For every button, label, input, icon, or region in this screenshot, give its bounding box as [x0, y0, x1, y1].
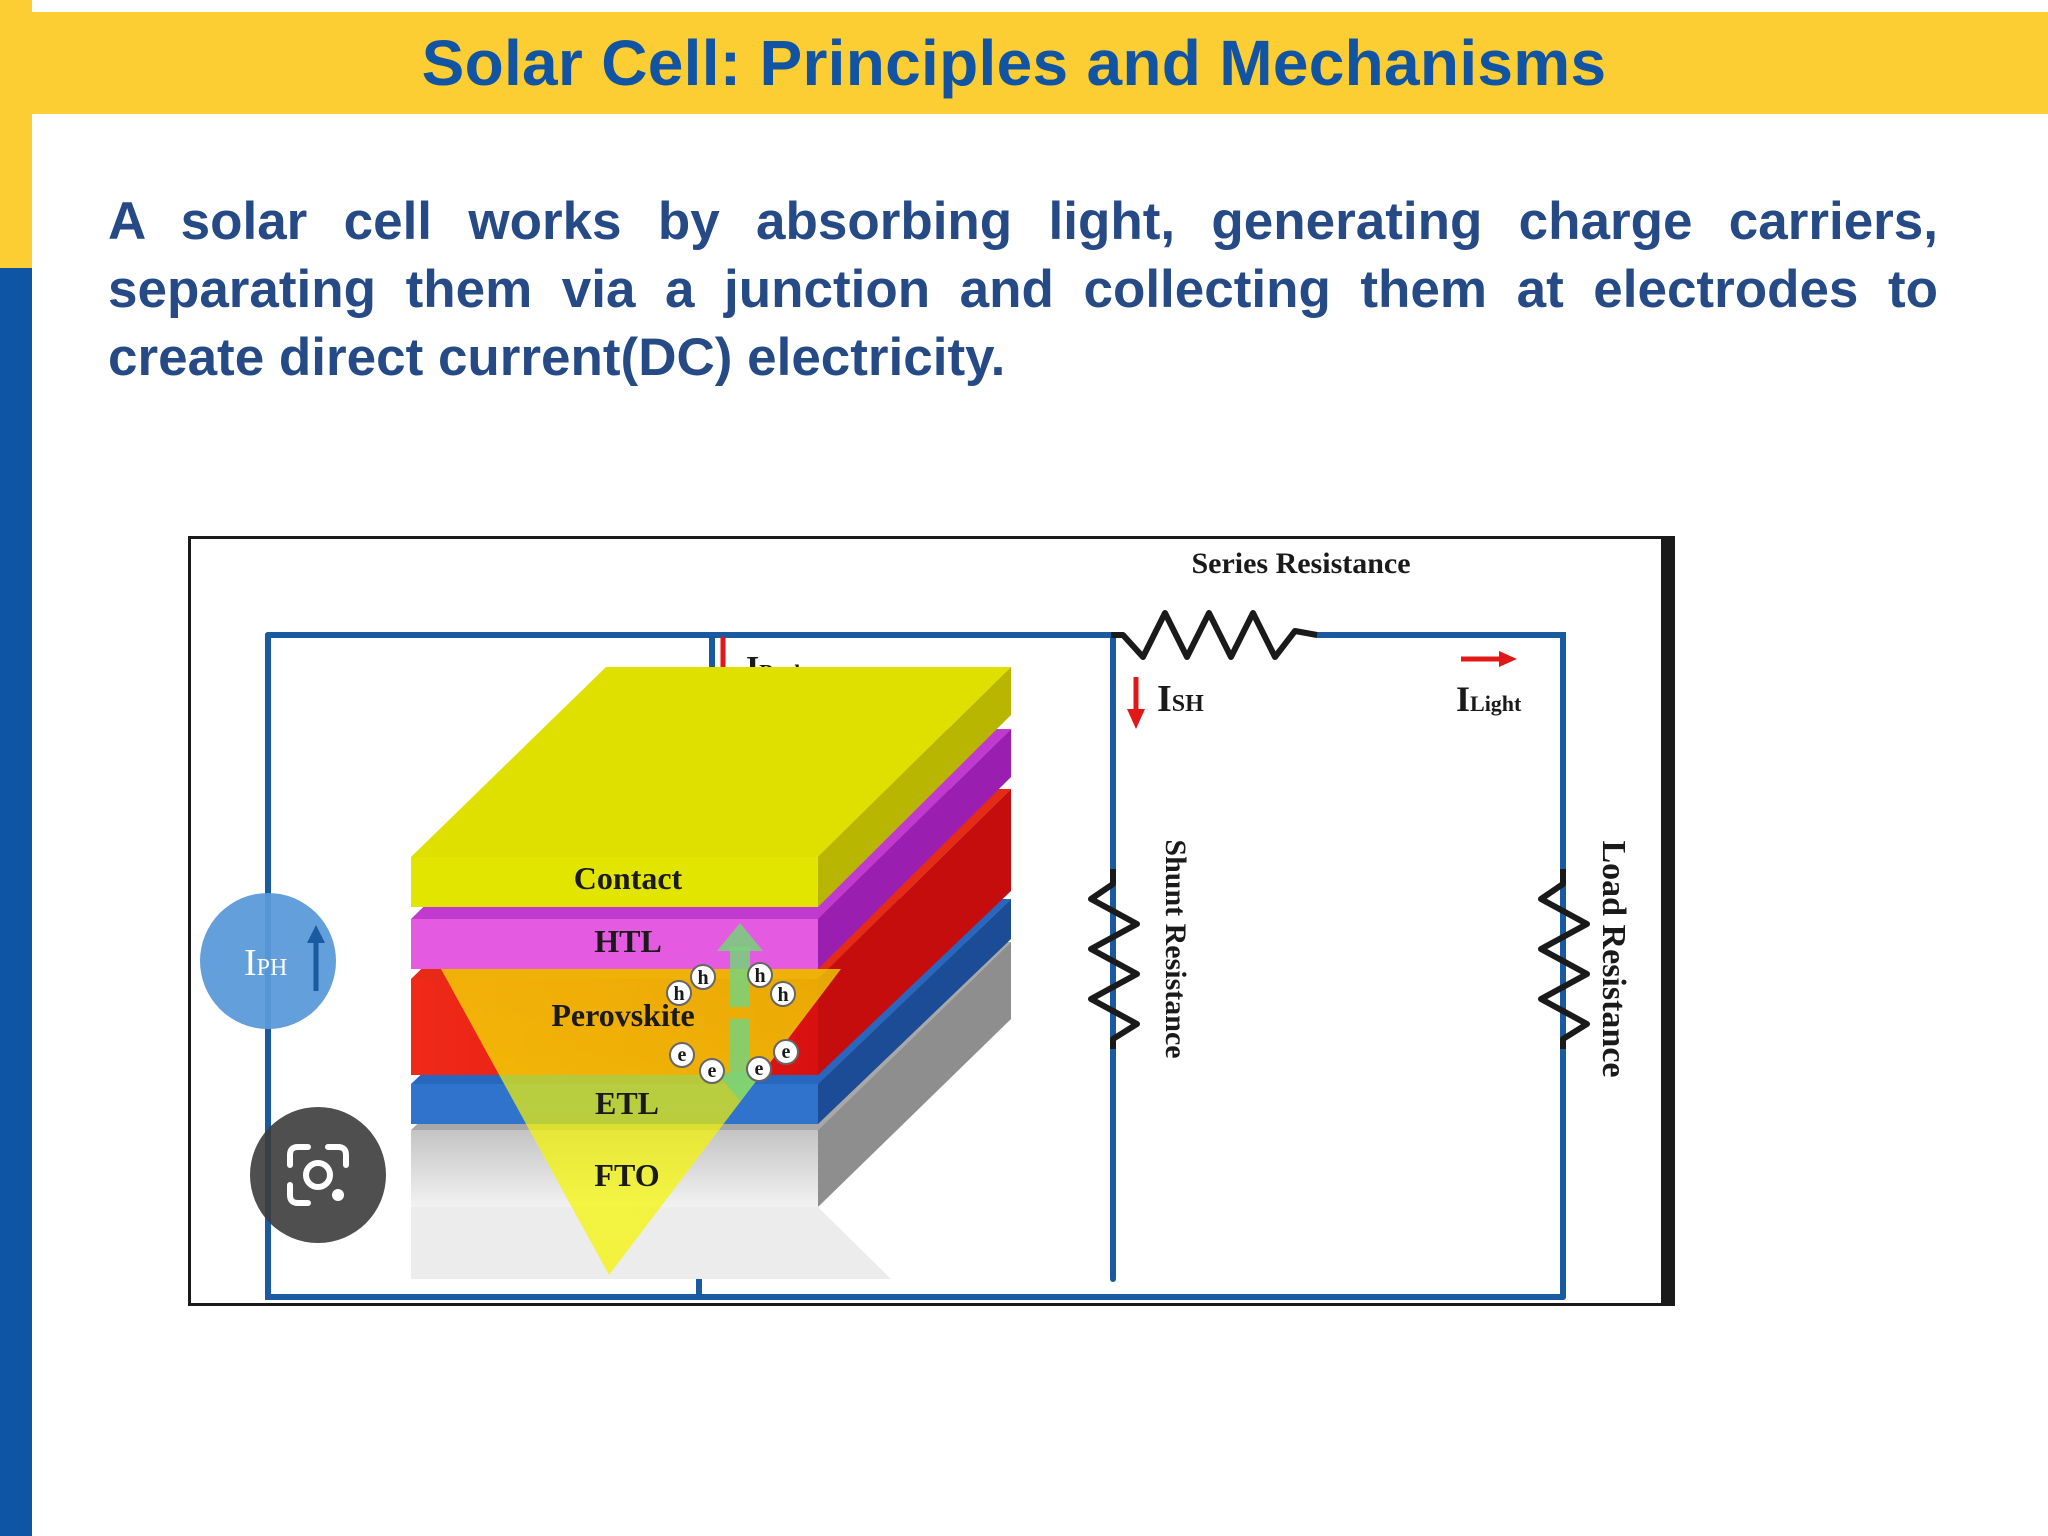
solar-cell-diagram: Series Resistance Shunt Resistance Load …: [188, 536, 1675, 1306]
photocurrent-source: IPH: [200, 893, 336, 1029]
light-current-indicator: ILight: [1456, 651, 1522, 719]
up-arrow-icon: [717, 923, 763, 951]
electron-label: e: [678, 1044, 687, 1066]
svg-text:ISH: ISH: [1157, 678, 1204, 720]
lens-camera-icon: [287, 1144, 349, 1206]
solar-cell-stack: Contact HTL Perovskite ETL FTO h h h: [411, 667, 1011, 1279]
down-arrow-icon: [717, 1073, 763, 1101]
electron-arrow: [717, 1019, 763, 1101]
title-bar: Solar Cell: Principles and Mechanisms: [32, 12, 2048, 114]
hole-carriers: h h h h: [666, 962, 796, 1007]
label-htl: HTL: [594, 923, 662, 959]
light-current-sub: Light: [1470, 691, 1522, 716]
series-resistor-zigzag: [1111, 610, 1318, 660]
hole-label: h: [754, 965, 765, 987]
electron-label: e: [708, 1060, 717, 1082]
svg-text:IPH: IPH: [244, 942, 287, 984]
hole-label: h: [697, 967, 708, 989]
photo-current-sub: PH: [257, 955, 288, 981]
label-contact: Contact: [574, 860, 683, 896]
shunt-current-sub: SH: [1172, 691, 1204, 717]
series-resistance-label: Series Resistance: [1191, 547, 1410, 580]
light-current-main: I: [1456, 679, 1470, 719]
wire-series-right: [1314, 632, 1566, 1300]
load-resistance-label: Load Resistance: [1595, 840, 1632, 1077]
slide-title: Solar Cell: Principles and Mechanisms: [421, 27, 1607, 99]
label-etl: ETL: [595, 1085, 659, 1121]
left-stripe-blue: [0, 268, 32, 1536]
electron-label: e: [782, 1041, 791, 1063]
svg-text:ILight: ILight: [1456, 679, 1522, 719]
intro-paragraph: A solar cell works by absorbing light, g…: [108, 192, 1938, 387]
layer-contact: [411, 667, 1011, 907]
hole-arrow: [717, 923, 763, 1007]
load-resistor-zigzag: [1538, 869, 1590, 1049]
shunt-resistance-label: Shunt Resistance: [1159, 839, 1192, 1058]
diagram-canvas: Series Resistance Shunt Resistance Load …: [200, 547, 1632, 1300]
photo-current-main: I: [244, 942, 257, 984]
electron-label: e: [755, 1058, 764, 1080]
hole-label: h: [777, 984, 788, 1006]
left-stripe-yellow: [0, 0, 32, 268]
wire-left-loop: [265, 632, 1566, 1300]
electron-carriers: e e e e: [669, 1039, 799, 1084]
label-fto: FTO: [594, 1157, 659, 1193]
hole-label: h: [673, 983, 684, 1005]
lens-camera-button[interactable]: [250, 1107, 386, 1243]
shunt-current-main: I: [1157, 678, 1172, 720]
shunt-current-indicator: ISH: [1127, 677, 1204, 729]
shunt-resistor-zigzag: [1088, 869, 1140, 1049]
